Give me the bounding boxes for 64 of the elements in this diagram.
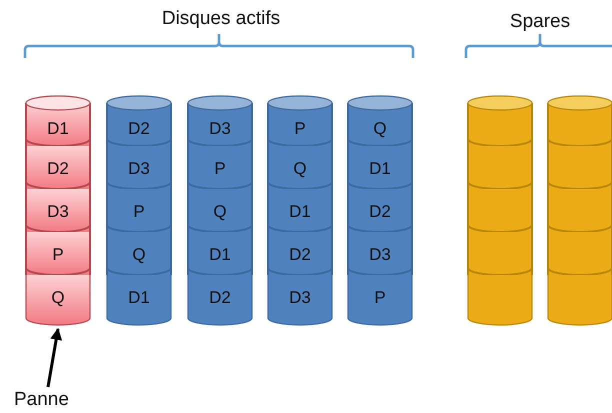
disk-segment	[25, 189, 91, 232]
disk-segment	[347, 146, 413, 189]
block-label: Q	[292, 159, 308, 179]
disk-segment	[467, 275, 533, 326]
block-label: D3	[288, 288, 312, 308]
disk-segment	[187, 275, 253, 326]
block-label: P	[51, 245, 65, 265]
block-label: D1	[46, 119, 70, 139]
block-label: D1	[368, 159, 392, 179]
disk-segment	[25, 95, 91, 146]
disk-segment	[347, 232, 413, 275]
block-label: P	[373, 288, 387, 308]
disk-segment	[547, 232, 612, 275]
disk-segment	[267, 95, 333, 146]
disk-segment	[187, 95, 253, 146]
disk-segment	[267, 275, 333, 326]
block-label: D3	[368, 245, 392, 265]
disk-segment	[106, 232, 172, 275]
disk-segment	[106, 95, 172, 146]
block-label: D1	[288, 202, 312, 222]
disk-segment	[106, 146, 172, 189]
block-label: D2	[368, 202, 392, 222]
block-label: Q	[372, 119, 388, 139]
failure-label: Panne	[14, 389, 69, 411]
block-label: P	[213, 159, 227, 179]
group-heading: Disques actifs	[162, 8, 280, 30]
disk-segment	[25, 146, 91, 189]
block-label: Q	[131, 245, 147, 265]
block-label: D2	[46, 159, 70, 179]
disk-segment	[547, 95, 612, 146]
disk-segment	[187, 146, 253, 189]
disk-segment	[347, 95, 413, 146]
disk-segment	[25, 232, 91, 275]
disk-segment	[467, 146, 533, 189]
block-label: D1	[127, 288, 151, 308]
block-label: P	[293, 119, 307, 139]
block-label: D3	[46, 202, 70, 222]
disk-segment	[267, 232, 333, 275]
block-label: D2	[208, 288, 232, 308]
block-label: Q	[212, 202, 228, 222]
disk-segment	[547, 275, 612, 326]
block-label: D3	[127, 159, 151, 179]
block-label: D1	[208, 245, 232, 265]
disk-segment	[347, 275, 413, 326]
disk-segment	[467, 95, 533, 146]
disk-segment	[547, 189, 612, 232]
disk-segment	[106, 275, 172, 326]
block-label: D3	[208, 119, 232, 139]
group-heading: Spares	[510, 11, 570, 33]
disk-segment	[267, 189, 333, 232]
block-label: Q	[50, 288, 66, 308]
disk-segment	[187, 232, 253, 275]
disk-segment	[467, 189, 533, 232]
arrow	[46, 328, 62, 388]
disk-segment	[267, 146, 333, 189]
disk-segment	[547, 146, 612, 189]
disk-segment	[187, 189, 253, 232]
block-label: D2	[127, 119, 151, 139]
block-label: D2	[288, 245, 312, 265]
block-label: P	[132, 202, 146, 222]
disk-segment	[467, 232, 533, 275]
disk-segment	[347, 189, 413, 232]
disk-segment	[25, 275, 91, 326]
disk-segment	[106, 189, 172, 232]
